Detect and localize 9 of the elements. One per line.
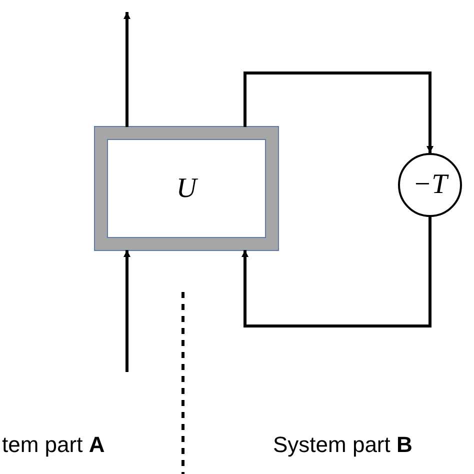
arrow [124, 12, 130, 127]
arrow [242, 217, 432, 328]
node-text: U [176, 174, 197, 202]
arrow [244, 72, 434, 153]
system-box [95, 127, 278, 250]
node-text: −T [412, 171, 448, 199]
part-label: System part B [273, 432, 412, 458]
part-label: tem part A [2, 432, 105, 458]
arrow [124, 250, 130, 372]
